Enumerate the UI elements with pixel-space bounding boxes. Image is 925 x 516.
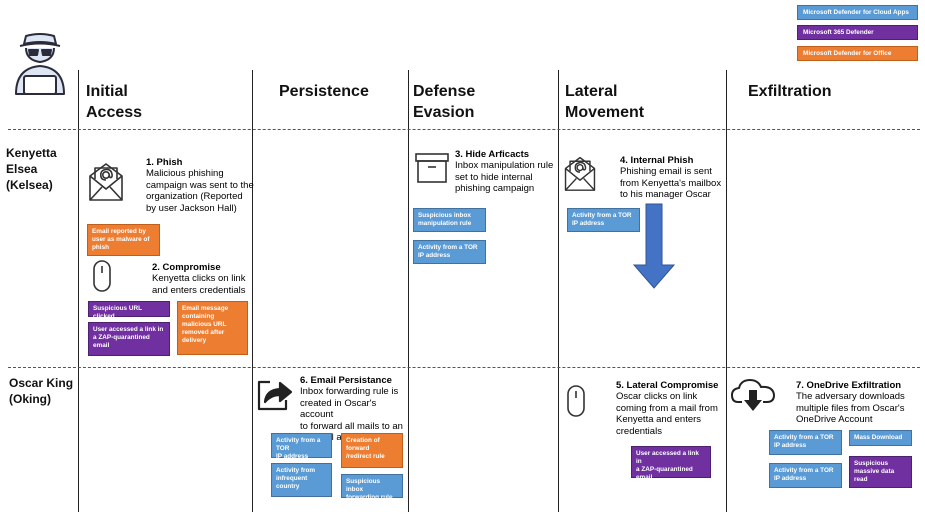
phase-initial-access: Initial Access xyxy=(86,83,143,121)
legend-365-defender: Microsoft 365 Defender xyxy=(797,25,918,40)
envelope-icon xyxy=(564,156,596,191)
alert-email-reported: Email reported by user as malware of phi… xyxy=(87,224,160,256)
row-divider xyxy=(8,129,920,130)
step-description: Phishing email is sent from Kenyetta's m… xyxy=(620,166,722,200)
alert-tor-activity: Activity from a TOR IP address xyxy=(769,430,842,455)
alert-tor-activity: Activity from a TOR IP address xyxy=(413,240,486,264)
step-description: Oscar clicks on link coming from a mail … xyxy=(616,391,718,437)
step-title: 5. Lateral Compromise xyxy=(616,380,719,391)
step-description: Inbox manipulation rule set to hide inte… xyxy=(455,160,554,194)
step-title: 3. Hide Arficacts xyxy=(455,149,530,160)
legend-defender-cloud-apps: Microsoft Defender for Cloud Apps xyxy=(797,5,918,20)
step-phish: 1. Phish Malicious phishing campaign was… xyxy=(146,157,258,214)
person-oscar: Oscar King (Oking) xyxy=(9,376,74,406)
column-divider xyxy=(558,70,559,512)
alert-mass-download: Mass Download xyxy=(849,430,912,446)
phase-defense-evasion: Defense Evasion xyxy=(413,83,476,121)
step-title: 2. Compromise xyxy=(152,262,221,273)
step-title: 4. Internal Phish xyxy=(620,155,694,166)
mouse-icon xyxy=(93,260,111,292)
step-lateral-compromise: 5. Lateral Compromise Oscar clicks on li… xyxy=(616,380,724,437)
alert-zap-link: User accessed a link in a ZAP-quarantine… xyxy=(631,446,711,481)
row-divider xyxy=(8,367,920,368)
alert-tor-activity: Activity from a TOR IP address xyxy=(271,433,332,460)
phase-lateral-movement: Lateral Movement xyxy=(565,83,645,121)
column-divider xyxy=(408,70,409,512)
phase-exfiltration: Exfiltration xyxy=(748,83,832,100)
person-kenyetta: Kenyetta Elsea (Kelsea) xyxy=(6,146,57,192)
step-internal-phish: 4. Internal Phish Phishing email is sent… xyxy=(620,155,726,201)
step-hide-artifacts: 3. Hide Arficacts Inbox manipulation rul… xyxy=(455,149,557,195)
alert-inbox-manipulation: Suspicious inbox manipulation rule xyxy=(413,208,486,232)
step-title: 6. Email Persistance xyxy=(300,375,392,386)
envelope-icon xyxy=(89,163,123,201)
step-title: 1. Phish xyxy=(146,157,183,168)
step-description: Kenyetta clicks on link and enters crede… xyxy=(152,273,246,296)
share-forward-icon xyxy=(257,380,293,411)
alert-email-removed: Email message containing malicious URL r… xyxy=(177,301,248,355)
column-divider xyxy=(78,70,79,512)
alert-massive-data-read: Suspicious massive data read xyxy=(849,456,912,488)
alert-tor-activity: Activity from a TOR IP address xyxy=(567,208,640,232)
column-divider xyxy=(726,70,727,512)
step-description: The adversary downloads multiple files f… xyxy=(796,391,905,425)
alert-creation-forward-rule: Creation of forward /redirect rule xyxy=(341,433,403,468)
down-arrow-icon xyxy=(633,203,675,289)
alert-tor-activity: Activity from a TOR IP address xyxy=(769,463,842,488)
phase-persistence: Persistence xyxy=(279,83,369,100)
alert-suspicious-url: Suspicious URL clicked xyxy=(88,301,170,320)
alert-suspicious-forwarding: Suspicious inbox forwarding rule xyxy=(341,474,403,501)
alert-zap-link: User accessed a link in a ZAP-quarantine… xyxy=(88,322,170,356)
step-compromise: 2. Compromise Kenyetta clicks on link an… xyxy=(152,262,252,296)
column-divider xyxy=(252,70,253,512)
alert-infrequent-country: Activity from infrequent country xyxy=(271,463,332,497)
step-title: 7. OneDrive Exfiltration xyxy=(796,380,902,391)
cloud-download-icon xyxy=(730,378,776,411)
step-description: Malicious phishing campaign was sent to … xyxy=(146,168,254,214)
legend-defender-office: Microsoft Defender for Office xyxy=(797,46,918,61)
step-onedrive-exfiltration: 7. OneDrive Exfiltration The adversary d… xyxy=(796,380,916,426)
mouse-icon xyxy=(567,385,585,417)
hacker-icon xyxy=(15,33,65,95)
archive-box-icon xyxy=(415,153,449,183)
